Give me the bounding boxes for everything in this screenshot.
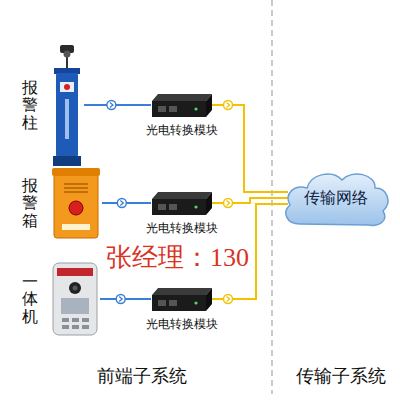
module-name: 光电转换模块 xyxy=(146,221,218,235)
pillar-figure xyxy=(52,44,82,166)
link-symbol-ring xyxy=(117,199,126,208)
link-symbol-ring xyxy=(224,199,233,208)
link-symbol-chevron xyxy=(227,201,230,206)
network-name: 传输网络 xyxy=(304,188,368,207)
device-name: 一体机 xyxy=(22,273,38,326)
link-symbol xyxy=(117,199,126,208)
conv-figure xyxy=(152,189,212,217)
link-symbol xyxy=(224,101,233,110)
module-name: 光电转换模块 xyxy=(146,317,218,331)
subsystem-title: 前端子系统 xyxy=(95,364,189,388)
link-symbol xyxy=(224,295,233,304)
link-symbol-ring xyxy=(116,295,125,304)
device-node: 报警箱 xyxy=(22,166,100,240)
link-symbol-ring xyxy=(224,295,233,304)
fiber-link xyxy=(212,105,288,192)
device-node: 一体机 xyxy=(22,262,98,336)
device-name: 报警箱 xyxy=(22,177,38,230)
converter-node: 光电转换模块 xyxy=(146,189,218,235)
link-symbol xyxy=(224,199,233,208)
link-symbol-ring xyxy=(224,101,233,110)
link-symbol-ring xyxy=(107,101,116,110)
converter-node: 光电转换模块 xyxy=(146,285,218,331)
network-cloud: 传输网络 xyxy=(280,166,392,230)
conv-figure xyxy=(152,91,212,119)
link-symbol-chevron xyxy=(120,201,123,206)
device-name: 报警柱 xyxy=(22,79,38,132)
converter-node: 光电转换模块 xyxy=(146,91,218,137)
link-symbol-chevron xyxy=(227,297,230,302)
conv-figure xyxy=(152,285,212,313)
box-figure xyxy=(52,166,100,240)
link-symbol-chevron xyxy=(110,103,113,108)
link-symbol xyxy=(107,101,116,110)
unit-figure xyxy=(52,262,98,336)
device-node: 报警柱 xyxy=(22,44,82,166)
signal-link xyxy=(84,104,151,106)
watermark: 张经理：130 xyxy=(104,240,251,275)
subsystem-title: 传输子系统 xyxy=(294,364,388,388)
link-symbol xyxy=(116,295,125,304)
link-symbol-chevron xyxy=(119,297,122,302)
link-symbol-chevron xyxy=(227,103,230,108)
module-name: 光电转换模块 xyxy=(146,123,218,137)
